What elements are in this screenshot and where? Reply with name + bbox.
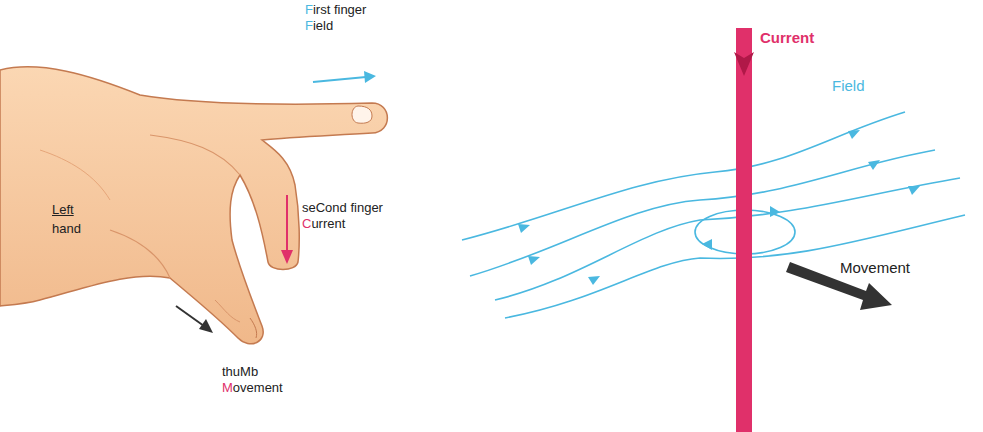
field-label: Field — [832, 78, 865, 94]
movement-label: Movement — [840, 260, 910, 276]
finger-role: Movement — [222, 380, 283, 396]
finger-label: thuMb — [222, 364, 258, 380]
finger-role: Current — [302, 216, 345, 232]
hand-label: hand — [52, 221, 81, 237]
finger-role: Field — [305, 18, 333, 34]
conductor — [734, 28, 754, 432]
finger-label: First finger — [305, 2, 366, 18]
finger-label: seCond finger — [302, 200, 383, 216]
field-arrow — [313, 71, 376, 83]
current-label: Current — [760, 30, 814, 46]
current-arrow — [281, 195, 293, 264]
hand-label: Left — [52, 202, 74, 218]
field-arrowheads — [518, 130, 920, 285]
movement-arrow — [176, 306, 213, 333]
field-lines — [462, 112, 965, 318]
left-hand — [0, 67, 387, 344]
